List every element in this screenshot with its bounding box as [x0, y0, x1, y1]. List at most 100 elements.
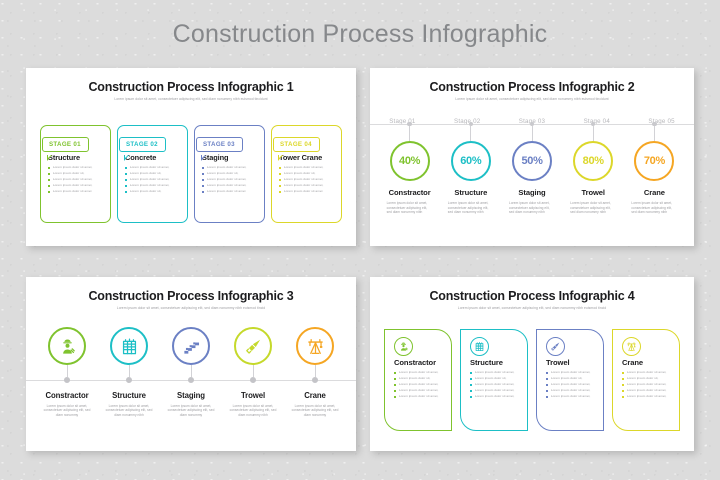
- bullet-item: Lorem ipsum dolor sit amet,: [48, 183, 104, 188]
- process-card[interactable]: Trowel Lorem ipsum dolor sit amet, Lorem…: [536, 329, 604, 431]
- slide3-header: Construction Process Infographic 3 Lorem…: [26, 277, 356, 311]
- timeline-stem: [128, 365, 130, 377]
- bullet-item: Lorem ipsum dolor sit,: [125, 188, 181, 194]
- bullet-text: Lorem ipsum dolor sit amet,: [398, 393, 439, 398]
- slide3-subtitle: Lorem ipsum dolor sit amet, consectetuer…: [116, 306, 266, 310]
- crane-icon: [622, 337, 641, 356]
- bullet-dot-icon: [622, 383, 625, 387]
- bullet-dot-icon: [546, 395, 549, 399]
- stage-card[interactable]: STAGE 04 Tower Crane Lorem ipsum dolor s…: [271, 125, 342, 223]
- bullet-text: Lorem ipsum dolor sit,: [206, 170, 239, 175]
- bullet-item: Lorem ipsum dolor sit amet,: [622, 370, 672, 375]
- item-description: Lorem ipsum dolor sit amet, consectetuer…: [105, 404, 153, 417]
- bullet-dot-icon: [202, 178, 205, 182]
- bullet-item: Lorem ipsum dolor sit amet,: [546, 388, 596, 393]
- bullet-text: Lorem ipsum dolor sit amet,: [626, 370, 667, 374]
- bullet-dot-icon: [394, 377, 397, 381]
- timeline-node-icon: [652, 121, 657, 127]
- slide-infographic-4[interactable]: Construction Process Infographic 4 Lorem…: [370, 277, 694, 451]
- bullet-item: Lorem ipsum dolor sit amet,: [202, 176, 258, 182]
- stage-body: Tower Crane Lorem ipsum dolor sit amet, …: [271, 125, 342, 223]
- bullet-list: Lorem ipsum dolor sit amet, Lorem ipsum …: [202, 165, 258, 194]
- bullet-item: Lorem ipsum dolor sit amet,: [546, 370, 596, 375]
- timeline-stem: [314, 365, 316, 377]
- slide-infographic-2[interactable]: Construction Process Infographic 2 Lorem…: [370, 68, 694, 246]
- bullet-dot-icon: [546, 389, 549, 393]
- bullet-dot-icon: [279, 167, 282, 170]
- bullet-item: Lorem ipsum dolor sit amet,: [48, 177, 104, 182]
- stage-name: Structure: [48, 153, 80, 162]
- icon-column[interactable]: Crane Lorem ipsum dolor sit amet, consec…: [284, 327, 346, 417]
- stage-card[interactable]: STAGE 03 Staging Lorem ipsum dolor sit a…: [194, 125, 265, 223]
- bullet-item: Lorem ipsum dolor sit amet,: [202, 182, 258, 188]
- bullet-item: Lorem ipsum dolor sit amet,: [470, 387, 520, 393]
- percent-column[interactable]: 70% Crane Lorem ipsum dolor sit amet, co…: [624, 121, 685, 214]
- bullet-text: Lorem ipsum dolor sit amet,: [626, 393, 667, 398]
- slide-infographic-3[interactable]: Construction Process Infographic 3 Lorem…: [26, 277, 356, 451]
- bullet-dot-icon: [470, 377, 473, 381]
- bullet-text: Lorem ipsum dolor sit amet,: [206, 182, 247, 187]
- slide2-stage-labels: Stage 01 Stage 02 Stage 03 Stage 04 Stag…: [370, 110, 694, 128]
- bullet-text: Lorem ipsum dolor sit,: [550, 375, 583, 380]
- tag-tail-icon: [201, 154, 206, 161]
- stage-label: Stage 05: [648, 118, 675, 125]
- bullet-item: Lorem ipsum dolor sit amet,: [202, 165, 258, 170]
- item-name: Crane: [643, 188, 665, 198]
- bullet-text: Lorem ipsum dolor sit amet,: [206, 176, 247, 181]
- bullet-text: Lorem ipsum dolor sit,: [129, 188, 162, 193]
- timeline-stem: [592, 126, 594, 142]
- percent-column[interactable]: 50% Staging Lorem ipsum dolor sit amet, …: [501, 121, 562, 214]
- slide2-percent-columns: 40% Constractor Lorem ipsum dolor sit am…: [379, 121, 685, 214]
- bullet-text: Lorem ipsum dolor sit amet,: [474, 387, 515, 392]
- percent-column[interactable]: 40% Constractor Lorem ipsum dolor sit am…: [379, 121, 440, 214]
- stage-card[interactable]: STAGE 01 Structure Lorem ipsum dolor sit…: [40, 125, 111, 223]
- stage-tag: STAGE 04: [273, 137, 320, 152]
- bullet-dot-icon: [470, 395, 473, 399]
- slide4-card-row: Constractor Lorem ipsum dolor sit amet, …: [384, 329, 680, 431]
- bullet-item: Lorem ipsum dolor sit amet,: [125, 177, 181, 182]
- bullet-item: Lorem ipsum dolor sit amet: [279, 189, 335, 194]
- timeline-stem: [66, 365, 68, 377]
- bullet-dot-icon: [279, 184, 282, 188]
- bullet-item: Lorem ipsum dolor sit amet,: [546, 394, 596, 399]
- item-description: Lorem ipsum dolor sit amet, consectetuer…: [291, 404, 339, 417]
- bullet-dot-icon: [125, 184, 128, 188]
- bullet-list: Lorem ipsum dolor sit amet, Lorem ipsum …: [48, 165, 104, 194]
- percent-column[interactable]: 60% Structure Lorem ipsum dolor sit amet…: [440, 121, 501, 214]
- bullet-text: Lorem ipsum dolor sit,: [398, 375, 431, 380]
- percent-circle: 80%: [573, 141, 614, 182]
- process-card[interactable]: Structure Lorem ipsum dolor sit amet, Lo…: [460, 329, 528, 431]
- stage-body: Structure Lorem ipsum dolor sit amet, Lo…: [40, 125, 111, 223]
- bullet-text: Lorem ipsum dolor sit amet,: [398, 387, 439, 392]
- percent-column[interactable]: 80% Trowel Lorem ipsum dolor sit amet, c…: [563, 121, 624, 214]
- icon-column[interactable]: Staging Lorem ipsum dolor sit amet, cons…: [160, 327, 222, 417]
- icon-column[interactable]: Trowel Lorem ipsum dolor sit amet, conse…: [222, 327, 284, 417]
- timeline-node-icon: [529, 121, 535, 127]
- bullet-dot-icon: [202, 190, 205, 194]
- bullet-dot-icon: [48, 178, 51, 182]
- process-card[interactable]: Constractor Lorem ipsum dolor sit amet, …: [384, 329, 452, 431]
- timeline-stem: [470, 126, 472, 142]
- bullet-item: Lorem ipsum dolor sit amet,: [279, 177, 335, 182]
- bullet-dot-icon: [546, 372, 549, 375]
- bullet-item: Lorem ipsum dolor sit amet,: [394, 370, 444, 375]
- bullet-dot-icon: [622, 377, 625, 381]
- slide-infographic-1[interactable]: Construction Process Infographic 1 Lorem…: [26, 68, 356, 246]
- icon-column[interactable]: Structure Lorem ipsum dolor sit amet, co…: [98, 327, 160, 417]
- item-name: Structure: [454, 188, 488, 198]
- timeline-stem: [252, 365, 254, 377]
- bullet-item: Lorem ipsum dolor sit amet,: [470, 394, 520, 399]
- bullet-item: Lorem ipsum dolor sit,: [394, 375, 444, 381]
- bullet-text: Lorem ipsum dolor sit amet: [206, 188, 246, 193]
- bullet-item: Lorem ipsum dolor sit amet,: [622, 382, 672, 387]
- bullet-item: Lorem ipsum dolor sit amet,: [394, 387, 444, 393]
- bullet-item: Lorem ipsum dolor sit amet,: [394, 382, 444, 387]
- bullet-text: Lorem ipsum dolor sit amet,: [474, 381, 515, 386]
- bullet-item: Lorem ipsum dolor sit,: [279, 171, 335, 176]
- item-name: Staging: [518, 188, 546, 198]
- process-card[interactable]: Crane Lorem ipsum dolor sit amet, Lorem …: [612, 329, 680, 431]
- timeline-node-icon: [250, 377, 256, 383]
- bullet-dot-icon: [546, 377, 549, 381]
- icon-column[interactable]: Constractor Lorem ipsum dolor sit amet, …: [36, 327, 98, 417]
- stage-card[interactable]: STAGE 02 Concrete Lorem ipsum dolor sit …: [117, 125, 188, 223]
